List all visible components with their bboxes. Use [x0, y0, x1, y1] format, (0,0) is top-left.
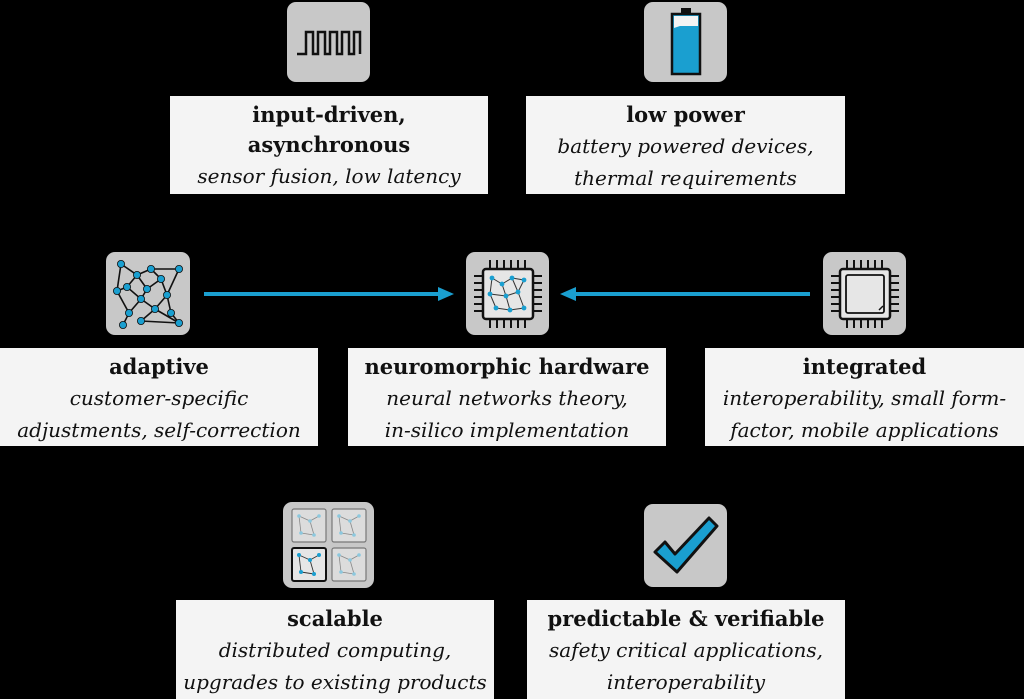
predictable-sub-2: interoperability	[606, 670, 766, 694]
network-graph-icon	[106, 252, 190, 335]
adaptive-card: adaptive customer-specific adjustments, …	[0, 348, 318, 446]
neuromorphic-sub-1: neural networks theory,	[386, 386, 628, 410]
square-wave-icon	[287, 2, 370, 82]
low-power-sub-2: thermal requirements	[574, 166, 797, 190]
checkmark-icon	[644, 504, 727, 587]
scalable-title: scalable	[287, 606, 383, 631]
predictable-sub-1: safety critical applications,	[548, 638, 823, 662]
input-driven-card: input-driven, asynchronous sensor fusion…	[170, 96, 488, 194]
scalable-card: scalable distributed computing, upgrades…	[176, 600, 494, 699]
predictable-title: predictable & verifiable	[547, 606, 825, 631]
adaptive-sub-2: adjustments, self-correction	[17, 418, 301, 442]
integrated-sub-1: interoperability, small form-	[722, 386, 1007, 410]
input-driven-title-2: asynchronous	[247, 132, 411, 157]
neuromorphic-card: neuromorphic hardware neural networks th…	[348, 348, 666, 446]
arrow-adaptive-to-neuromorphic	[204, 287, 454, 301]
predictable-card: predictable & verifiable safety critical…	[527, 600, 845, 699]
integrated-title: integrated	[802, 354, 927, 379]
scalable-sub-2: upgrades to existing products	[183, 670, 487, 694]
arrow-integrated-to-neuromorphic	[560, 287, 810, 301]
adaptive-sub-1: customer-specific	[69, 386, 249, 410]
battery-icon	[644, 2, 727, 82]
adaptive-title: adaptive	[109, 354, 209, 379]
input-driven-sub-1: sensor fusion, low latency	[197, 164, 461, 188]
input-driven-title-1: input-driven,	[252, 102, 406, 127]
neuromorphic-title: neuromorphic hardware	[364, 354, 650, 379]
neuromorphic-chip-icon	[466, 252, 549, 335]
low-power-sub-1: battery powered devices,	[557, 134, 814, 158]
integrated-card: integrated interoperability, small form-…	[705, 348, 1024, 446]
low-power-card: low power battery powered devices, therm…	[526, 96, 845, 194]
neuromorphic-sub-2: in-silico implementation	[384, 418, 630, 442]
scalable-sub-1: distributed computing,	[218, 638, 452, 662]
integrated-sub-2: factor, mobile applications	[730, 418, 999, 442]
chip-array-icon	[283, 502, 374, 588]
chip-icon	[823, 252, 906, 335]
low-power-title: low power	[626, 102, 745, 127]
